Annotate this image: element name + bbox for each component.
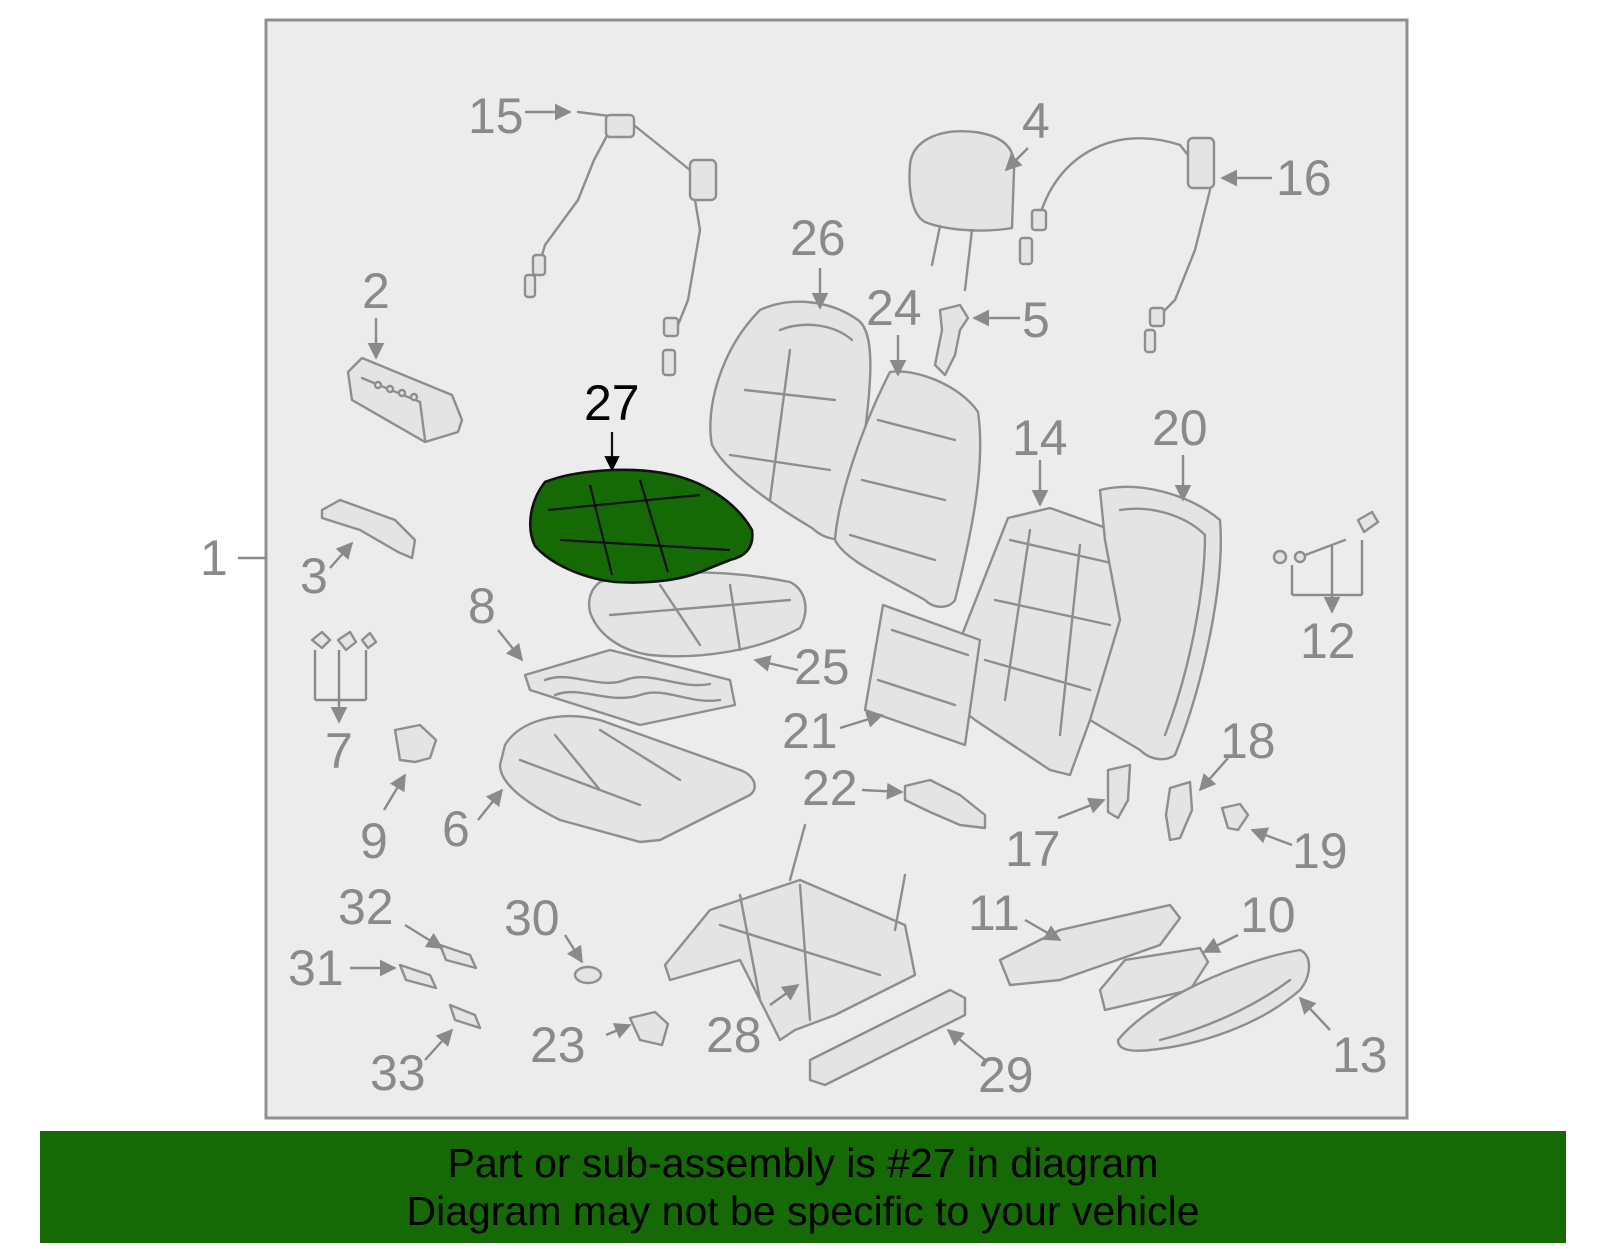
callout-12: 12 xyxy=(1300,613,1356,669)
callout-31: 31 xyxy=(288,940,344,996)
callout-21: 21 xyxy=(782,703,838,759)
callout-6: 6 xyxy=(442,801,470,857)
leader-18 xyxy=(1198,757,1229,792)
callout-8: 8 xyxy=(468,578,496,634)
part-3-bracket xyxy=(320,498,417,560)
leader-7 xyxy=(313,650,368,722)
callout-24: 24 xyxy=(866,280,922,336)
callout-16: 16 xyxy=(1276,150,1332,206)
leader-28 xyxy=(769,984,800,1006)
part-26-backrest-cover xyxy=(709,300,872,541)
leader-13 xyxy=(1298,996,1331,1031)
info-banner: Part or sub-assembly is #27 in diagram D… xyxy=(40,1131,1566,1243)
leader-21 xyxy=(839,711,884,730)
callout-2: 2 xyxy=(362,263,390,319)
callout-26: 26 xyxy=(790,210,846,266)
leader-3 xyxy=(329,541,354,569)
part-5-headrest-guide xyxy=(933,303,970,377)
callout-23: 23 xyxy=(530,1017,586,1073)
leader-17 xyxy=(1057,797,1106,820)
leader-12 xyxy=(1290,540,1364,612)
callout-29: 29 xyxy=(978,1047,1034,1103)
callout-32: 32 xyxy=(338,879,394,935)
part-22-motor xyxy=(903,778,987,830)
callout-11: 11 xyxy=(968,885,1020,941)
callout-20: 20 xyxy=(1152,400,1208,456)
leader-6 xyxy=(477,788,504,821)
callout-5: 5 xyxy=(1022,292,1050,348)
callout-22: 22 xyxy=(802,760,858,816)
callout-13: 13 xyxy=(1332,1027,1388,1083)
part-12-bolts xyxy=(1272,510,1380,565)
part-21-back-panel xyxy=(863,603,982,747)
part-19-clip xyxy=(1220,802,1250,832)
part-2-control-module xyxy=(346,356,464,444)
callout-27: 27 xyxy=(584,375,640,431)
leader-25 xyxy=(753,655,799,672)
leader-32 xyxy=(404,923,444,950)
leader-22 xyxy=(861,782,904,800)
part-20-backrest-panel xyxy=(1088,485,1222,761)
part-9-cover xyxy=(393,723,438,764)
part-18-knob xyxy=(1164,780,1194,842)
callout-3: 3 xyxy=(300,548,328,604)
leader-29 xyxy=(946,1028,986,1061)
leader-8 xyxy=(497,629,524,662)
part-4-headrest xyxy=(908,130,1016,292)
callout-17: 17 xyxy=(1005,821,1061,877)
callout-9: 9 xyxy=(360,813,388,869)
leader-10 xyxy=(1202,933,1239,954)
leader-33 xyxy=(424,1028,454,1061)
callout-15: 15 xyxy=(468,88,524,144)
part-10-switch-panel xyxy=(1098,946,1210,1012)
callout-28: 28 xyxy=(706,1007,762,1063)
banner-line-disclaimer: Diagram may not be specific to your vehi… xyxy=(406,1188,1200,1234)
part-7-clips xyxy=(310,630,378,652)
part-6-seat-pan xyxy=(498,714,756,844)
part-28-seat-track xyxy=(663,823,917,1042)
callout-14: 14 xyxy=(1012,410,1068,466)
part-11-side-shield xyxy=(998,903,1182,987)
part-30-plug xyxy=(573,965,603,985)
leader-19 xyxy=(1250,827,1293,847)
part-13-side-trim xyxy=(1116,948,1311,1052)
part-31-fastener xyxy=(398,963,438,990)
part-23-bracket xyxy=(628,1010,670,1047)
leader-4 xyxy=(1004,147,1029,172)
part-17-switch xyxy=(1106,763,1132,820)
part-25-cushion-pad xyxy=(587,571,807,658)
part-27-cushion-cover-highlighted xyxy=(529,468,754,584)
part-24-backrest-cover xyxy=(833,370,982,608)
callout-7: 7 xyxy=(325,723,353,779)
callout-19: 19 xyxy=(1292,823,1348,879)
part-33-fastener xyxy=(448,1003,482,1030)
part-16-wire-harness xyxy=(1018,136,1216,354)
leader-30 xyxy=(563,934,584,964)
callout-25: 25 xyxy=(794,639,850,695)
callout-1: 1 xyxy=(200,530,228,586)
part-29-rail-cover xyxy=(808,988,967,1087)
callout-18: 18 xyxy=(1220,713,1276,769)
part-8-spring-mat xyxy=(523,648,737,727)
leader-9 xyxy=(382,773,407,811)
callout-33: 33 xyxy=(370,1045,426,1101)
part-15-wire-harness xyxy=(523,110,718,377)
callout-4: 4 xyxy=(1022,93,1050,149)
banner-line-part: Part or sub-assembly is #27 in diagram xyxy=(447,1140,1159,1186)
leader-11 xyxy=(1024,918,1062,942)
callout-10: 10 xyxy=(1240,887,1296,943)
leader-23 xyxy=(605,1023,632,1039)
callout-30: 30 xyxy=(504,890,560,946)
part-32-fastener xyxy=(438,943,478,970)
